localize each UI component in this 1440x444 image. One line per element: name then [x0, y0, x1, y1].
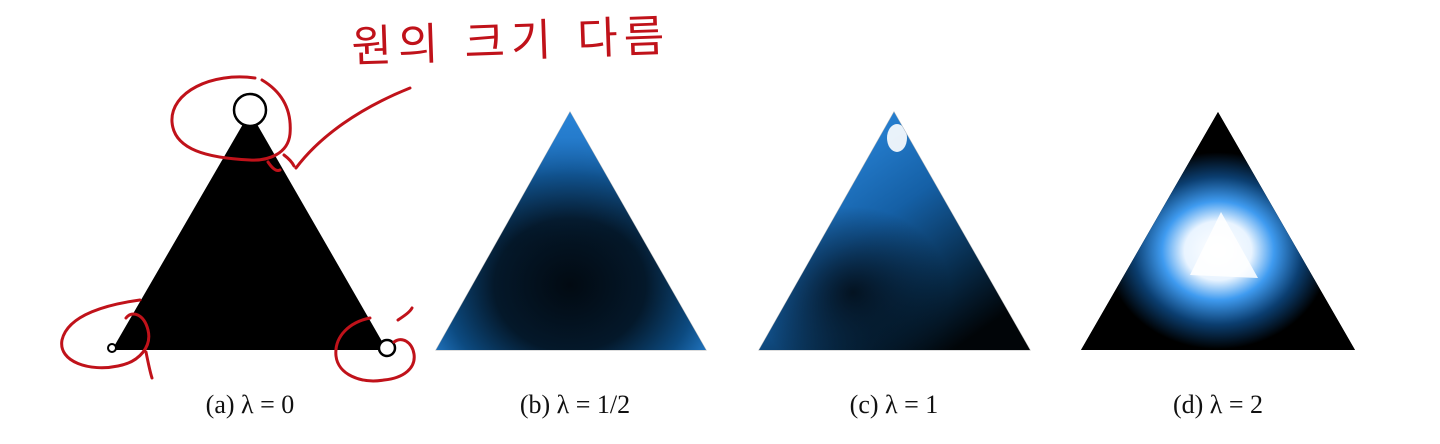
annotation-marks [60, 75, 416, 383]
annotation-circle-left [60, 298, 151, 370]
annotation-tail-top [266, 160, 282, 172]
vertex-circle-right [377, 338, 397, 358]
caption-b: (b) λ = 1/2 [519, 390, 631, 419]
caption-a: (a) λ = 0 [205, 390, 295, 419]
annotation-right-tail [396, 306, 414, 322]
panel-c [758, 110, 1031, 351]
panel-a [107, 92, 397, 358]
annotation-pointer-tick [282, 153, 296, 168]
panel-d [1081, 112, 1355, 350]
annotation-text: 원의 크기 다름 [351, 11, 671, 73]
annotation-circle-right [334, 316, 416, 383]
caption-c: (c) λ = 1 [849, 390, 939, 419]
annotation-left-tail [144, 350, 154, 380]
annotation-circle-top [170, 75, 292, 162]
vertex-circle-left [107, 343, 117, 353]
annotation-pointer-line [294, 86, 412, 170]
triangle-a [112, 112, 387, 350]
vertex-circle-top [232, 92, 268, 128]
caption-d: (d) λ = 2 [1172, 390, 1264, 419]
panel-b [435, 110, 707, 351]
